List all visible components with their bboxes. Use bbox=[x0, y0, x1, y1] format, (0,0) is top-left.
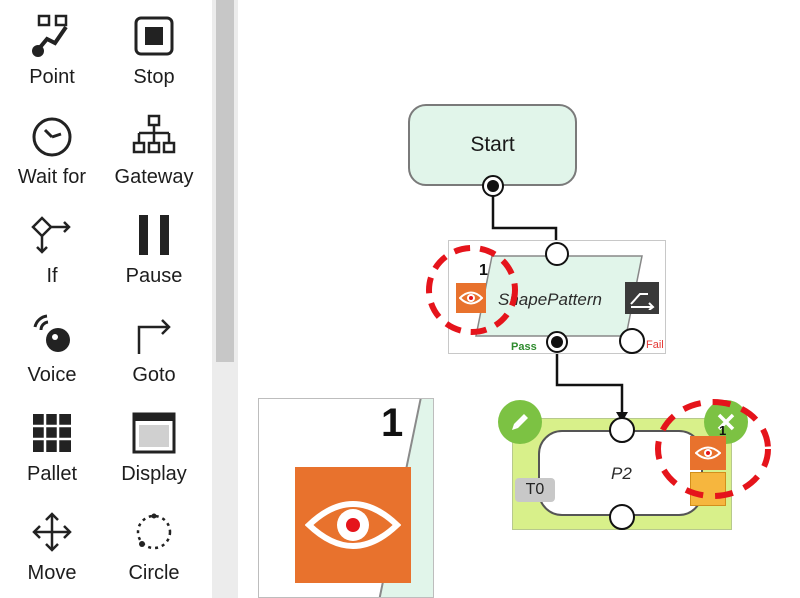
palette-item-point[interactable]: Point bbox=[2, 0, 102, 95]
palette-label: Voice bbox=[27, 364, 77, 386]
p2-output-port[interactable] bbox=[608, 503, 636, 531]
shape-pattern-index: 1 bbox=[479, 262, 488, 279]
palette-label: Pallet bbox=[26, 463, 78, 485]
pause-icon bbox=[130, 211, 178, 259]
palette-item-pallet[interactable]: Pallet bbox=[2, 397, 102, 492]
palette-label: Gateway bbox=[114, 166, 194, 188]
palette-label: Circle bbox=[128, 562, 180, 584]
vision-eye-icon[interactable] bbox=[456, 283, 486, 313]
voice-icon bbox=[28, 310, 76, 358]
p2-tag-badge: T0 bbox=[515, 478, 555, 502]
pallet-grid-icon bbox=[28, 409, 76, 457]
circle-dots-icon bbox=[130, 508, 178, 556]
fail-label: Fail bbox=[646, 339, 664, 351]
palette-item-pause[interactable]: Pause bbox=[104, 199, 204, 294]
pass-label: Pass bbox=[511, 341, 537, 353]
close-icon[interactable] bbox=[704, 400, 748, 444]
start-node-label: Start bbox=[470, 133, 515, 156]
zoom-inset-index: 1 bbox=[381, 401, 404, 445]
palette-item-gateway[interactable]: Gateway bbox=[104, 100, 204, 195]
pattern-output-icon[interactable] bbox=[625, 282, 659, 314]
vision-eye-icon bbox=[295, 467, 411, 583]
palette-item-if[interactable]: If bbox=[2, 199, 102, 294]
clock-icon bbox=[28, 112, 76, 160]
highlight-circle-shape-pattern-eye bbox=[426, 245, 518, 335]
point-icon bbox=[28, 12, 76, 60]
component-palette: Point Stop Wait for bbox=[0, 0, 212, 598]
fail-output-port[interactable] bbox=[618, 327, 646, 355]
p2-input-port[interactable] bbox=[608, 416, 636, 444]
gateway-icon bbox=[130, 112, 178, 160]
palette-label: Point bbox=[29, 66, 75, 88]
start-output-port[interactable] bbox=[481, 174, 505, 198]
palette-label: Goto bbox=[132, 364, 176, 386]
palette-label: Move bbox=[27, 562, 77, 584]
start-node[interactable]: Start bbox=[408, 104, 577, 186]
zoom-inset: 1 bbox=[258, 398, 434, 598]
palette-item-wait-for[interactable]: Wait for bbox=[2, 100, 102, 195]
shape-pattern-label: ShapePattern bbox=[498, 290, 602, 309]
palette-label: Wait for bbox=[17, 166, 87, 188]
pass-output-port[interactable] bbox=[545, 330, 569, 354]
palette-item-move[interactable]: Move bbox=[2, 496, 102, 591]
goto-arrow-icon bbox=[130, 310, 178, 358]
palette-label: Pause bbox=[125, 265, 183, 287]
palette-label: If bbox=[46, 265, 58, 287]
move-arrows-icon bbox=[28, 508, 76, 556]
display-window-icon bbox=[130, 409, 178, 457]
highlight-circle-p2-eye bbox=[655, 399, 771, 499]
vision-eye-icon[interactable] bbox=[690, 436, 726, 470]
palette-label: Display bbox=[121, 463, 187, 485]
output-slot-icon[interactable] bbox=[690, 472, 726, 506]
shape-pattern-input-port[interactable] bbox=[544, 241, 570, 267]
palette-item-voice[interactable]: Voice bbox=[2, 298, 102, 393]
p2-index: 1 bbox=[719, 423, 727, 438]
palette-item-goto[interactable]: Goto bbox=[104, 298, 204, 393]
palette-label: Stop bbox=[133, 66, 175, 88]
palette-scrollbar-thumb[interactable] bbox=[216, 0, 234, 362]
p2-node-label: P2 bbox=[611, 464, 632, 483]
palette-item-display[interactable]: Display bbox=[104, 397, 204, 492]
edit-pencil-icon[interactable] bbox=[498, 400, 542, 444]
stop-icon bbox=[130, 12, 178, 60]
palette-item-stop[interactable]: Stop bbox=[104, 0, 204, 95]
palette-item-circle[interactable]: Circle bbox=[104, 496, 204, 591]
if-icon bbox=[28, 211, 76, 259]
